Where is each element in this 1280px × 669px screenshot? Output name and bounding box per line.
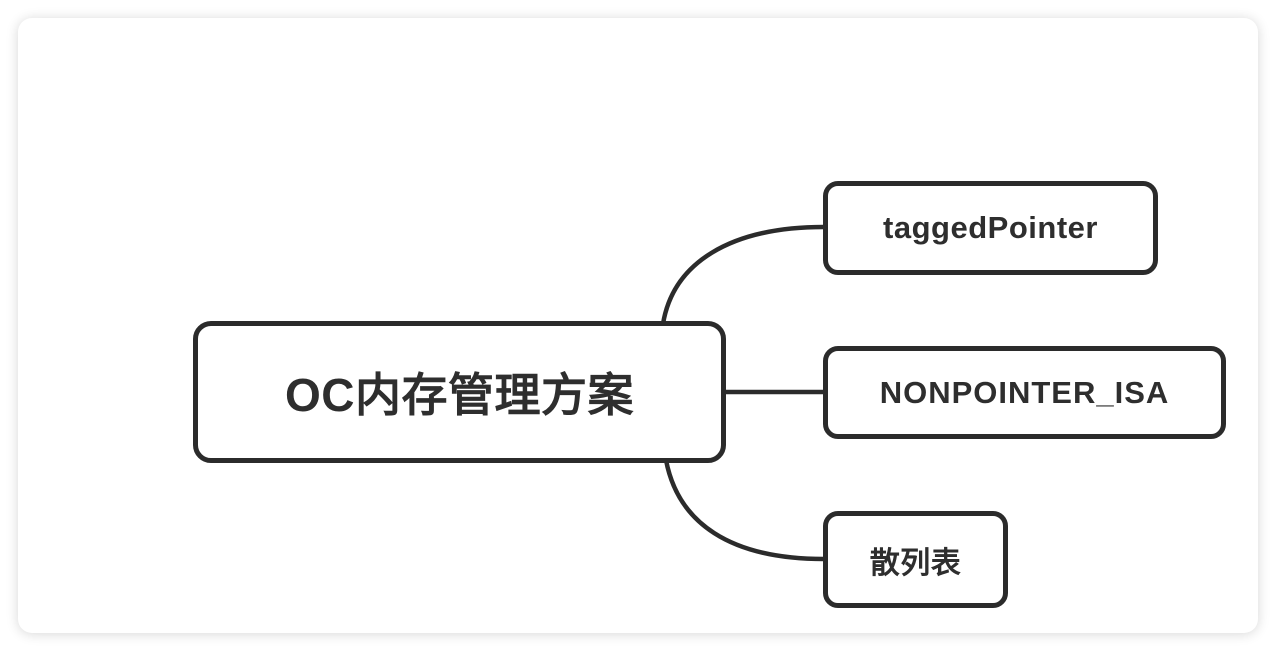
- root-node[interactable]: OC内存管理方案: [193, 321, 726, 463]
- child-node-nonpointer-isa-label: NONPOINTER_ISA: [879, 374, 1170, 410]
- child-node-hash-table-label: 散列表: [869, 546, 962, 580]
- child-node-taggedpointer[interactable]: taggedPointer: [823, 181, 1158, 275]
- child-node-hash-table[interactable]: 散列表: [823, 511, 1008, 608]
- connector-root-to-hash-table: [663, 457, 827, 562]
- child-node-nonpointer-isa[interactable]: NONPOINTER_ISA: [823, 346, 1226, 439]
- root-node-label: OC内存管理方案: [285, 369, 634, 421]
- connector-root-to-taggedpointer: [660, 224, 827, 327]
- child-node-taggedpointer-label: taggedPointer: [883, 210, 1098, 245]
- mindmap-canvas: OC内存管理方案 taggedPointer NONPOINTER_ISA 散列…: [18, 18, 1258, 633]
